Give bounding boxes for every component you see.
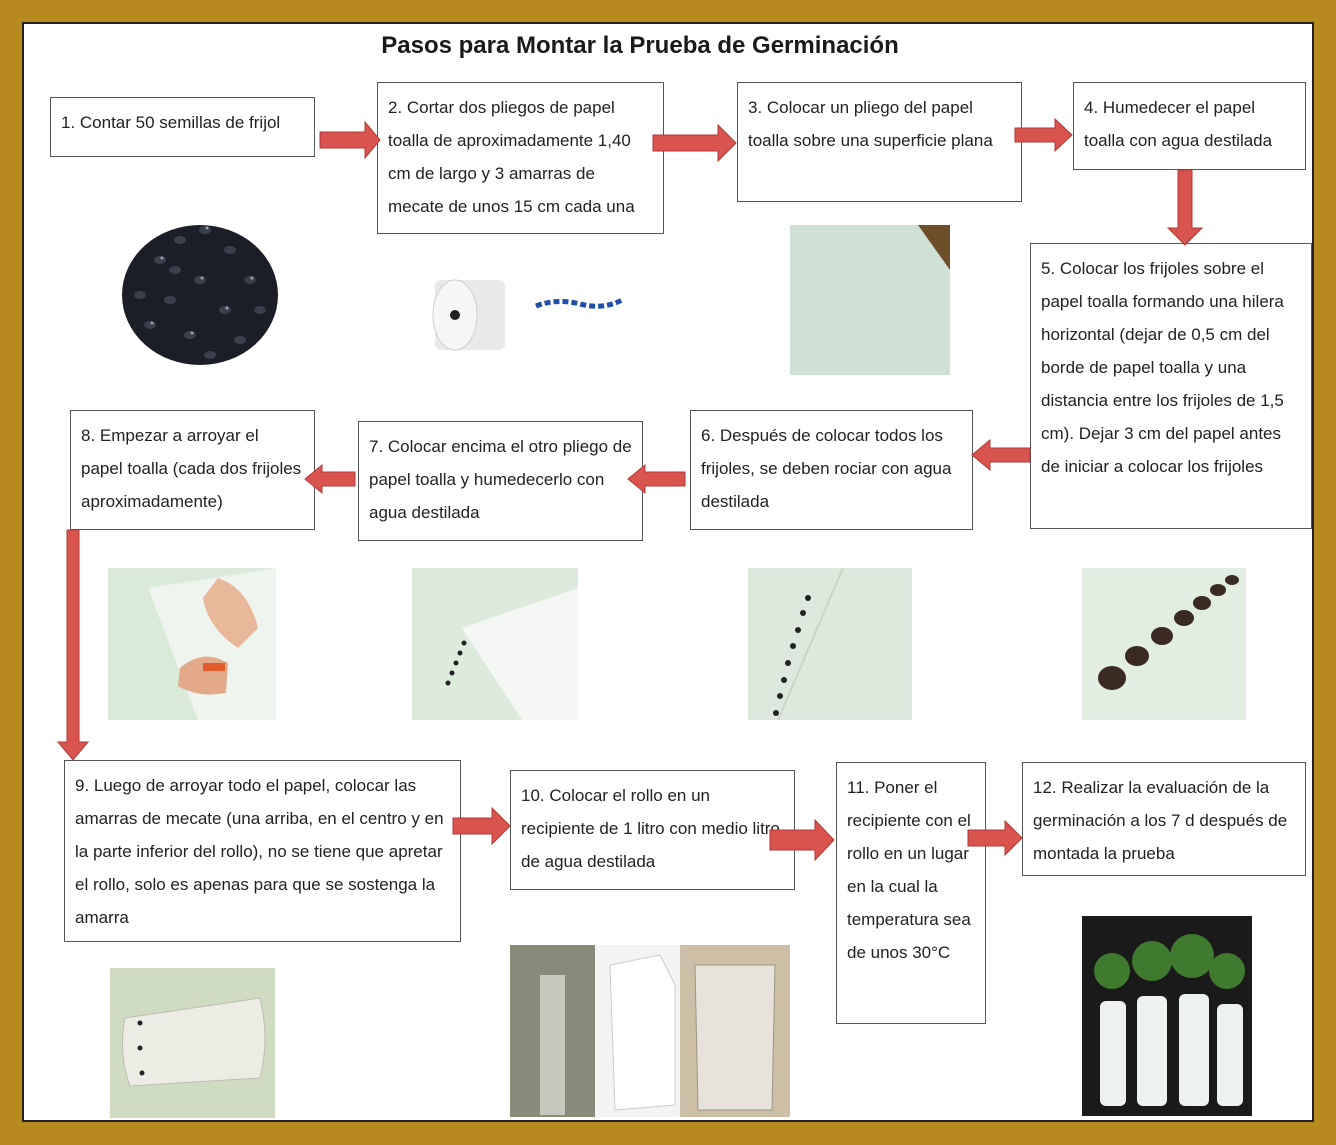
paper-cover-photo [412, 568, 578, 720]
step-4-box: 4. Humedecer el papel toalla con agua de… [1073, 82, 1306, 170]
container-photos [510, 945, 790, 1117]
beans-closeup-photo [1082, 568, 1246, 720]
step-1-box: 1. Contar 50 semillas de frijol [50, 97, 315, 157]
step-9-box: 9. Luego de arroyar todo el papel, coloc… [64, 760, 461, 942]
paper-roll-image [425, 272, 520, 357]
tied-roll-photo [110, 968, 275, 1118]
paper-sheet-photo [790, 225, 950, 375]
step-6-box: 6. Después de colocar todos los frijoles… [690, 410, 973, 530]
step-2-box: 2. Cortar dos pliegos de papel toalla de… [377, 82, 664, 234]
rolling-paper-photo [108, 568, 276, 720]
step-5-box: 5. Colocar los frijoles sobre el papel t… [1030, 243, 1312, 529]
germinated-plants-photo [1082, 916, 1252, 1116]
step-8-box: 8. Empezar a arroyar el papel toalla (ca… [70, 410, 315, 530]
beans-pile-image [110, 200, 290, 370]
diagram-title: Pasos para Montar la Prueba de Germinaci… [381, 32, 899, 59]
step-3-box: 3. Colocar un pliego del papel toalla so… [737, 82, 1022, 202]
step-10-box: 10. Colocar el rollo en un recipiente de… [510, 770, 795, 890]
step-7-box: 7. Colocar encima el otro pliego de pape… [358, 421, 643, 541]
step-12-box: 12. Realizar la evaluación de la germina… [1022, 762, 1306, 876]
beans-row-photo [748, 568, 912, 720]
step-11-box: 11. Poner el recipiente con el rollo en … [836, 762, 986, 1024]
rope-image [532, 288, 627, 318]
